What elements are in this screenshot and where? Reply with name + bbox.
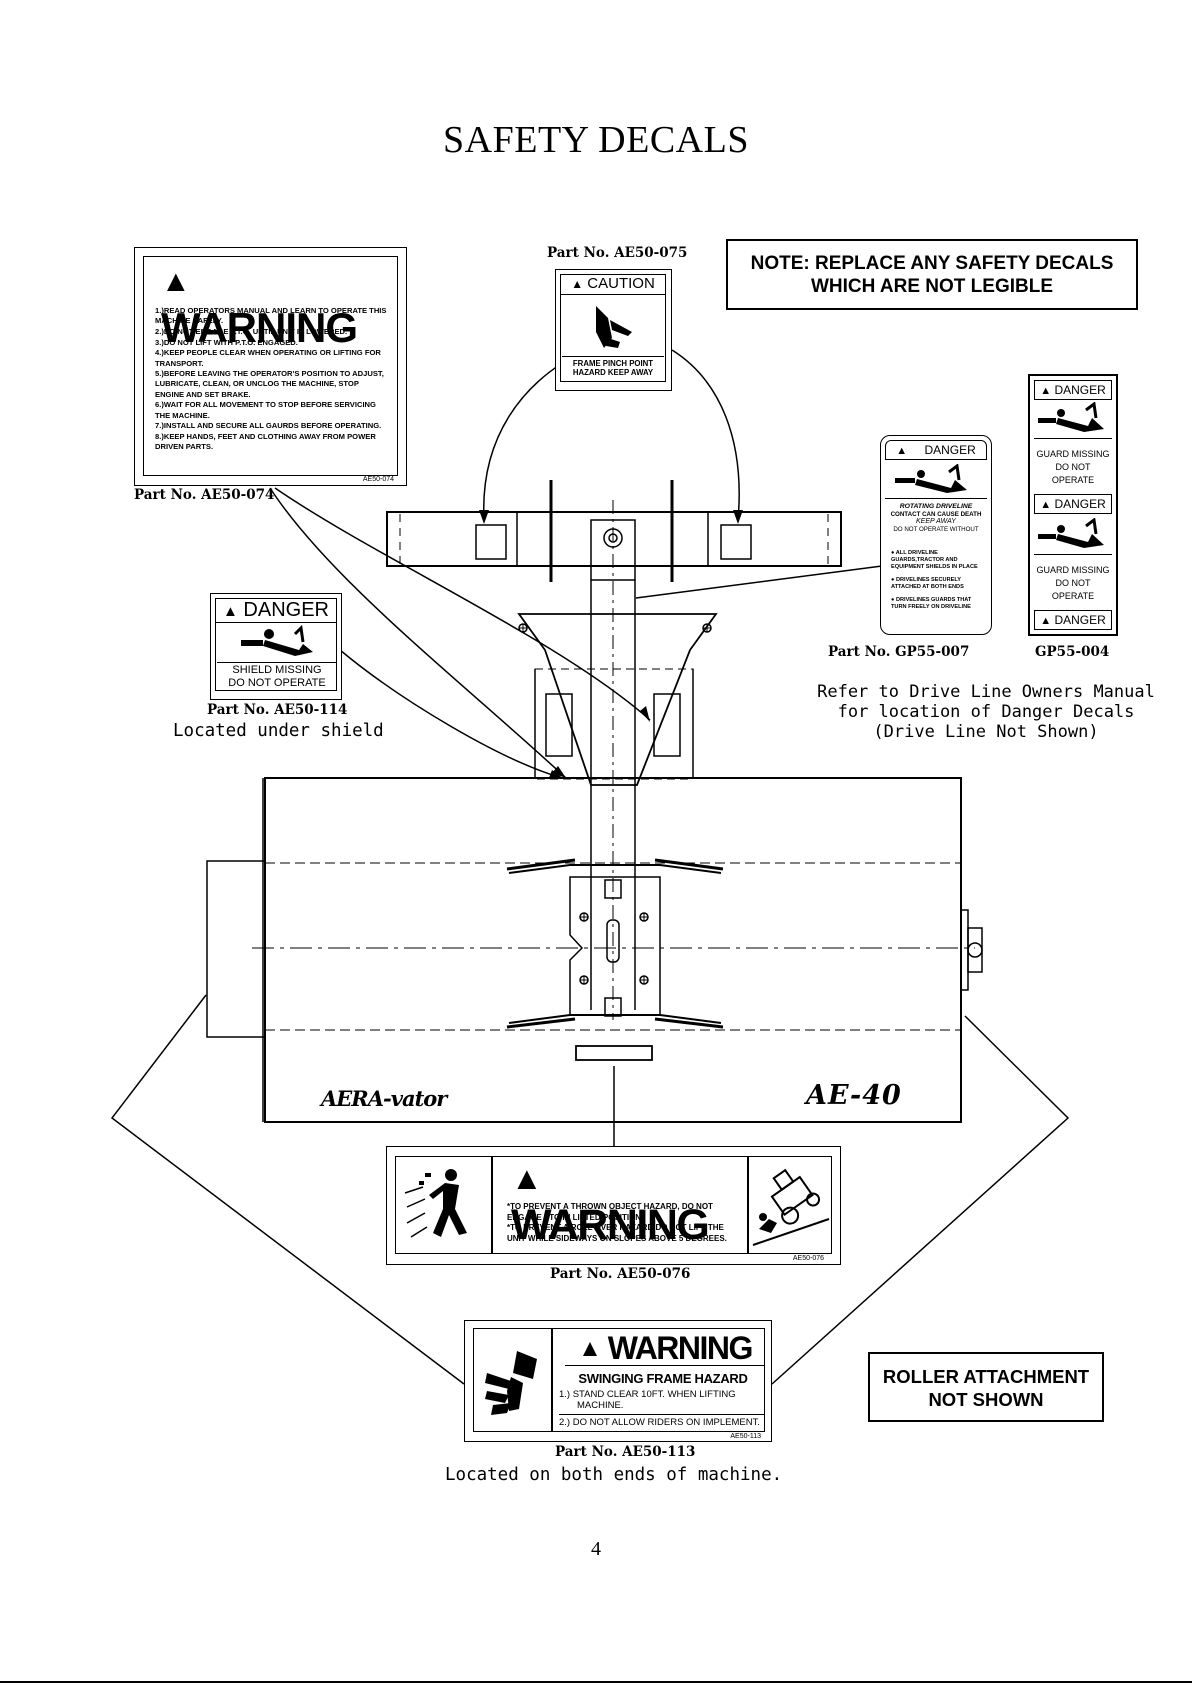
danger-header: ▲ DANGER (215, 598, 337, 623)
warning-header: ▲ WARNING (565, 1329, 765, 1366)
part-label-ae50-075: Part No. AE50-075 (547, 245, 688, 261)
decal-ae50-076: ▲ WARNING *TO PREVENT A THROWN OBJECT HA… (386, 1146, 841, 1265)
machine-brand-logo: AERA-vator (321, 1086, 447, 1111)
warning-item: 3.)DO NOT LIFT WITH P.T.O. ENGAGED. (155, 337, 298, 347)
rollover-icon (752, 1168, 830, 1246)
part-label-ae50-113: Part No. AE50-113 (555, 1444, 696, 1460)
warning-item: 5.)BEFORE LEAVING THE OPERATOR'S POSITIO… (155, 369, 384, 399)
decal-code: AE50-113 (730, 1433, 761, 1440)
driveline-refer-note: Refer to Drive Line Owners Manual for lo… (817, 682, 1155, 742)
swinging-frame-title: SWINGING FRAME HAZARD (578, 1371, 748, 1386)
guard-entanglement-icon (1038, 518, 1104, 548)
pinch-point-icon (596, 306, 632, 348)
bullet-item: ● DRIVELINES GUARDS THAT TURN FREELY ON … (891, 597, 972, 610)
bullet-item: ● ALL DRIVELINE GUARDS,TRACTOR AND EQUIP… (891, 550, 978, 570)
swinging-frame-text: 1.) STAND CLEAR 10FT. WHEN LIFTING MACHI… (559, 1389, 765, 1429)
decal-gp55-007: ▲ DANGER ROTATING DRIVELINE CONTACT CAN … (880, 435, 992, 635)
warning-item: 2.)DO NOT ENGAGE P.T.O. UNTIL UNIT IS LO… (155, 326, 348, 336)
location-note-113: Located on both ends of machine. (445, 1465, 783, 1485)
danger-triangle-icon: ▲ (1040, 385, 1052, 397)
decal-ae50-074: ▲ WARNING 1.)READ OPERATORS MANUAL AND L… (134, 247, 407, 486)
danger-triangle-icon: ▲ (896, 445, 908, 457)
page-bottom-border (0, 1681, 1192, 1683)
danger-header: ▲ DANGER (1034, 380, 1112, 400)
note-line-2: WHICH ARE NOT LEGIBLE (810, 276, 1054, 297)
location-note-114: Located under shield (173, 721, 384, 741)
danger-header: ▲ DANGER (1034, 494, 1112, 514)
warning-text: *TO PREVENT A THROWN OBJECT HAZARD, DO N… (507, 1202, 727, 1243)
part-label-gp55-004: GP55-004 (1035, 644, 1110, 660)
decal-ae50-114: ▲ DANGER SHIELD MISSING DO NOT OPERATE (210, 593, 342, 700)
driveline-entanglement-icon (895, 464, 967, 493)
danger-header: ▲ DANGER (1034, 610, 1112, 630)
driveline-text: ROTATING DRIVELINE CONTACT CAN CAUSE DEA… (890, 503, 982, 533)
roller-attachment-note: ROLLER ATTACHMENT NOT SHOWN (868, 1352, 1104, 1422)
page-number: 4 (591, 1538, 601, 1560)
warning-item: 4.)KEEP PEOPLE CLEAR WHEN OPERATING OR L… (155, 348, 381, 368)
warning-item: 8.)KEEP HANDS, FEET AND CLOTHING AWAY FR… (155, 431, 376, 452)
guard-entanglement-icon (1038, 402, 1104, 432)
part-label-ae50-114: Part No. AE50-114 (207, 702, 348, 718)
danger-triangle-icon: ▲ (1040, 499, 1052, 511)
driveline-bullets: ● ALL DRIVELINE GUARDS,TRACTOR AND EQUIP… (891, 550, 985, 611)
decal-ae50-113: ▲ WARNING SWINGING FRAME HAZARD 1.) STAN… (464, 1320, 772, 1442)
warning-item: 6.)WAIT FOR ALL MOVEMENT TO STOP BEFORE … (155, 400, 376, 420)
warning-item: 1.)READ OPERATORS MANUAL AND LEARN TO OP… (155, 306, 387, 326)
part-label-gp55-007: Part No. GP55-007 (828, 644, 970, 660)
guard-missing-text: GUARD MISSING DO NOT OPERATE (1034, 438, 1112, 487)
guard-missing-text: GUARD MISSING DO NOT OPERATE (1034, 554, 1112, 603)
danger-triangle-icon: ▲ (223, 603, 238, 620)
swinging-frame-icon (485, 1351, 537, 1415)
bullet-item: ● DRIVELINES SECURELY ATTACHED AT BOTH E… (891, 577, 964, 590)
warning-header: ▲ WARNING (511, 1160, 710, 1249)
caution-text: FRAME PINCH POINT HAZARD KEEP AWAY (562, 356, 664, 377)
entanglement-icon (241, 624, 313, 656)
note-line-1: NOTE: REPLACE ANY SAFETY DECALS (750, 253, 1114, 274)
part-label-ae50-074: Part No. AE50-074 (134, 487, 275, 503)
decal-code: AE50-076 (792, 1255, 824, 1262)
warning-triangle-icon: ▲ (161, 265, 191, 298)
warning-item: 7.)INSTALL AND SECURE ALL GAURDS BEFORE … (155, 421, 382, 431)
note-box: NOTE: REPLACE ANY SAFETY DECALS WHICH AR… (726, 239, 1138, 310)
warning-header: ▲ WARNING (161, 265, 358, 351)
caution-triangle-icon: ▲ (571, 277, 584, 291)
danger-triangle-icon: ▲ (1040, 615, 1052, 627)
caution-header: ▲ CAUTION (560, 274, 666, 295)
part-label-ae50-076: Part No. AE50-076 (550, 1266, 691, 1282)
roller-note-line-1: ROLLER ATTACHMENT (882, 1366, 1090, 1387)
thrown-object-icon (404, 1169, 467, 1238)
warning-triangle-icon: ▲ (511, 1160, 543, 1196)
page-title: SAFETY DECALS (443, 119, 749, 161)
warning-item-list: 1.)READ OPERATORS MANUAL AND LEARN TO OP… (155, 306, 387, 453)
danger-text: SHIELD MISSING DO NOT OPERATE (217, 662, 337, 689)
roller-note-line-2: NOT SHOWN (928, 1389, 1044, 1410)
warning-triangle-icon: ▲ (578, 1335, 602, 1362)
danger-header: ▲ DANGER (885, 440, 987, 460)
machine-model-label: AE-40 (806, 1080, 902, 1111)
decal-code: AE50-074 (362, 476, 394, 483)
decal-ae50-075: ▲ CAUTION FRAME PINCH POINT HAZARD KEEP … (555, 269, 672, 391)
decal-gp55-004: ▲ DANGER GUARD MISSING DO NOT OPERATE ▲ … (1028, 374, 1118, 636)
